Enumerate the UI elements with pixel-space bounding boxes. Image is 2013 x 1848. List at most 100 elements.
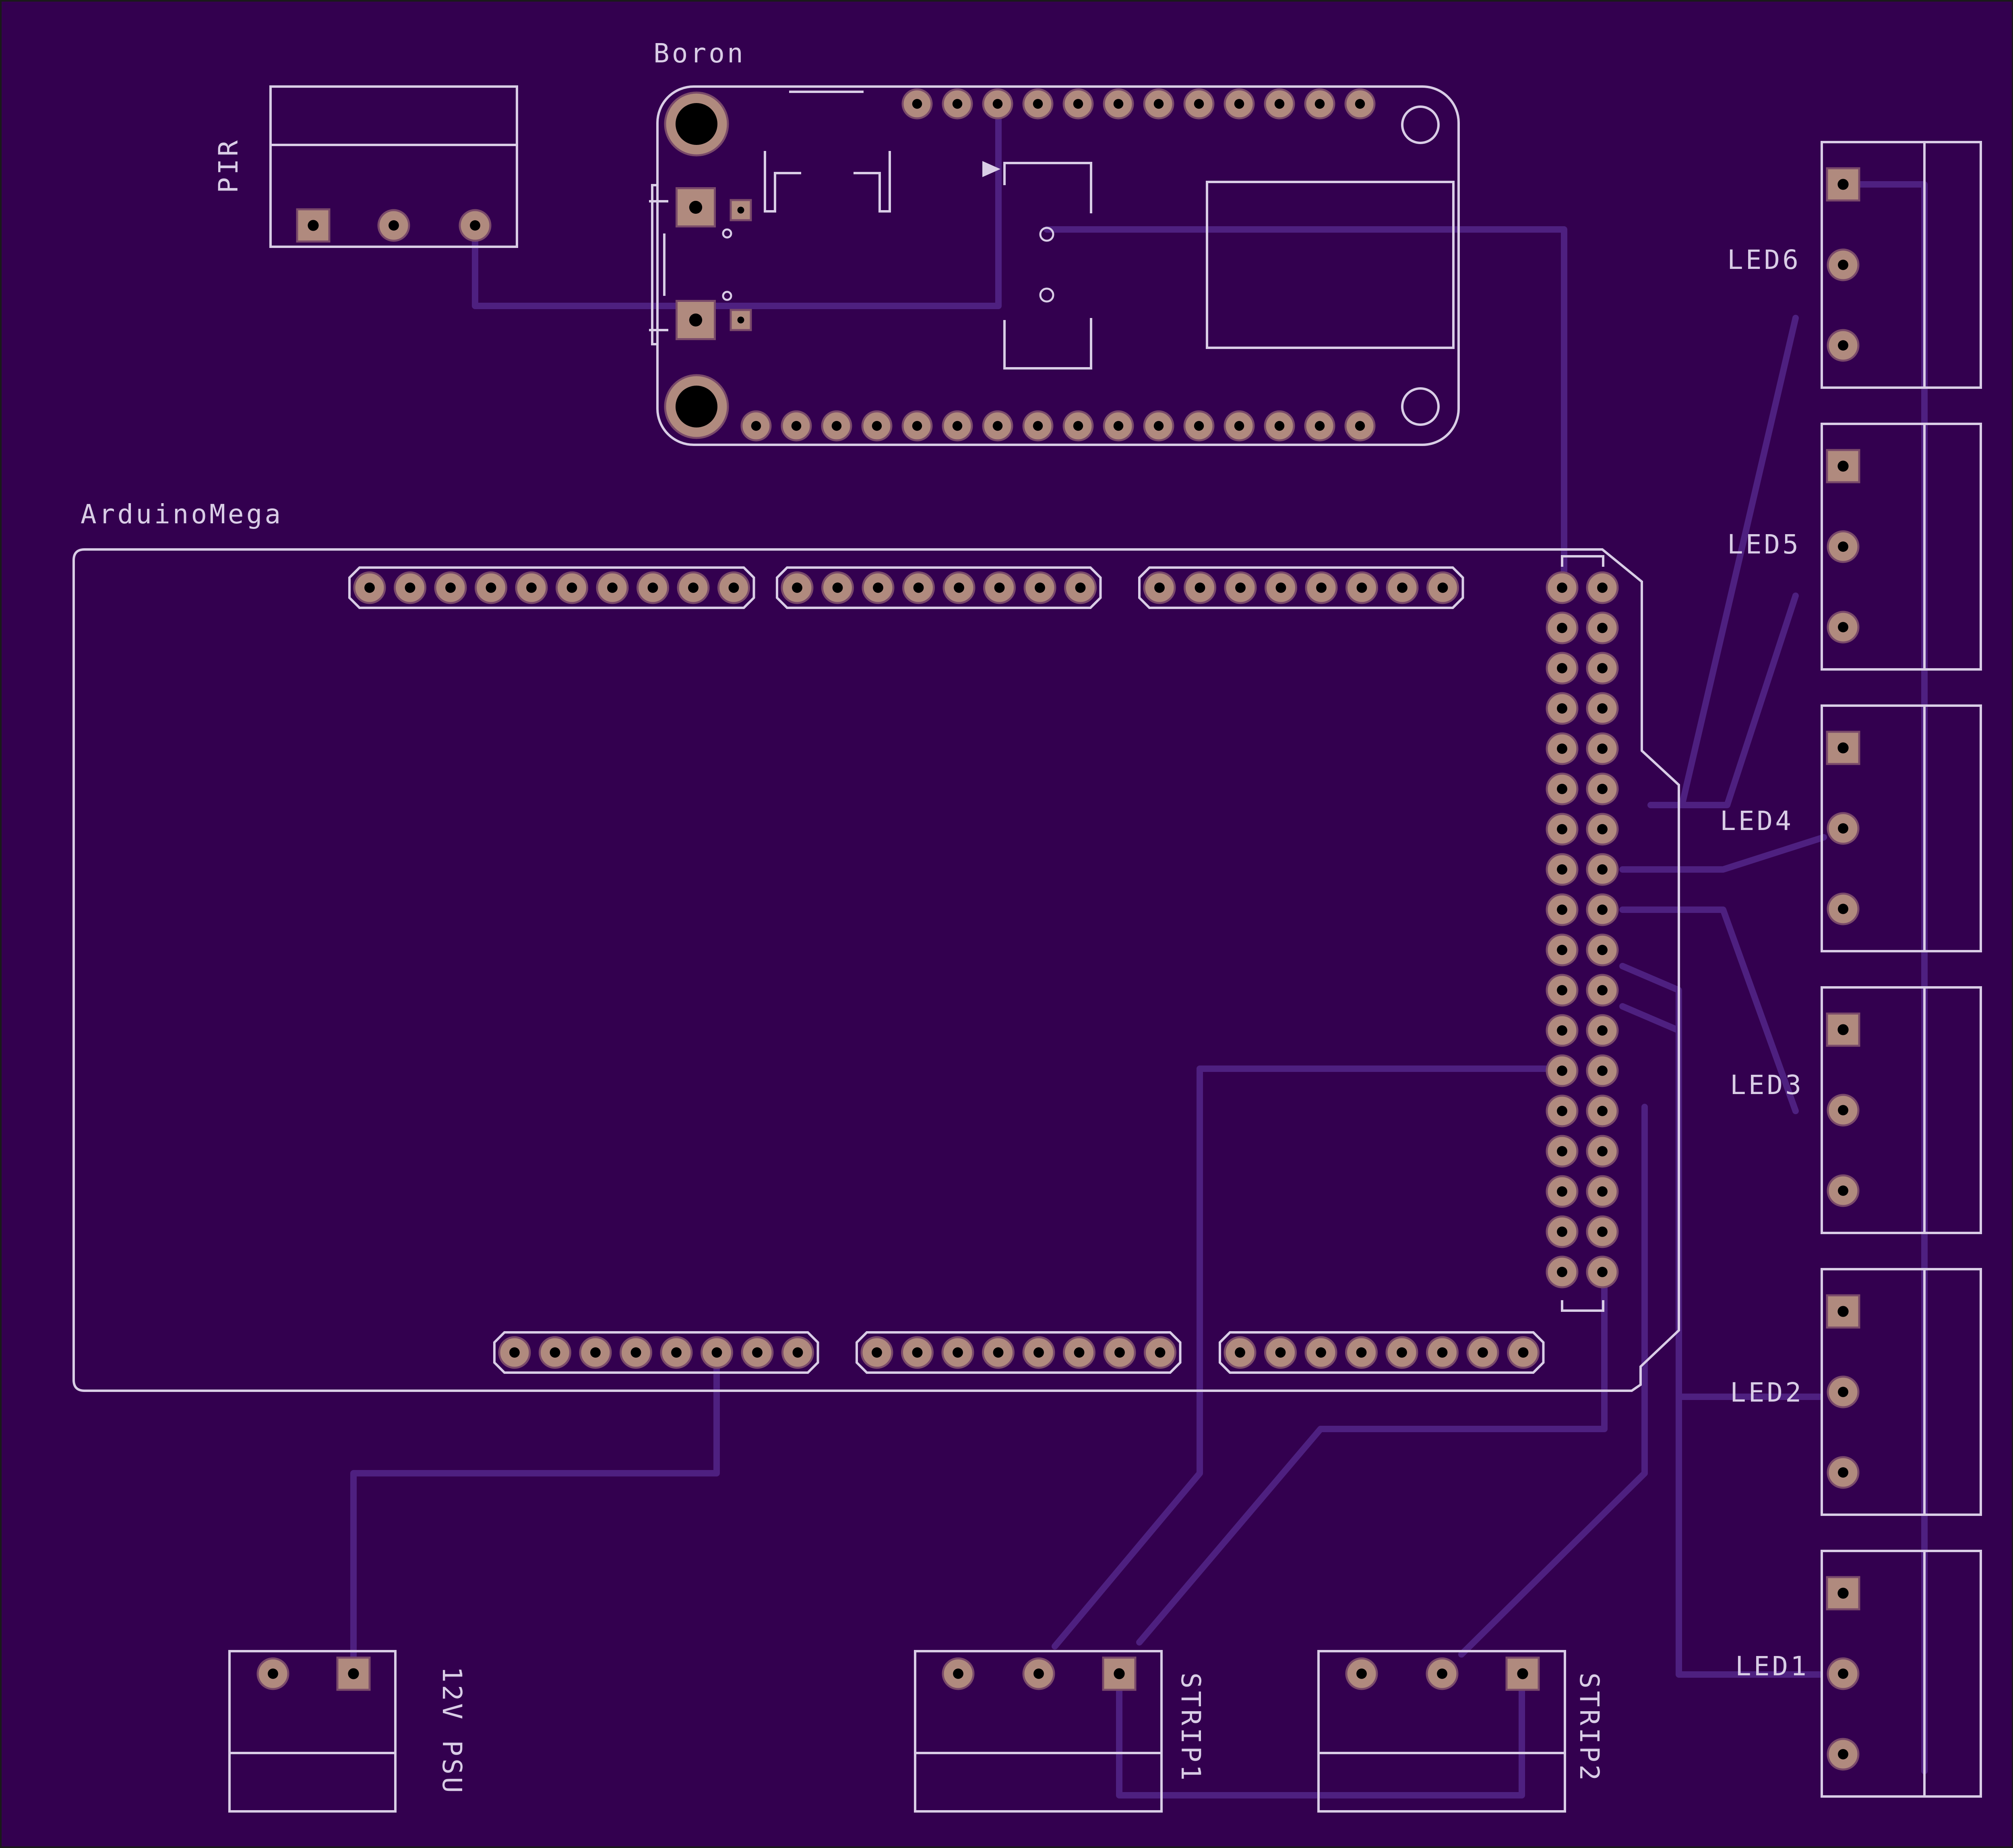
pad-drill [1838,541,1848,552]
header-outline [348,566,755,609]
pad-drill [1437,582,1448,593]
boron-switch-right [854,151,891,213]
pad-drill [1033,99,1043,109]
pad-drill [1033,421,1043,431]
strip2-label: STRIP2 [1574,1672,1605,1783]
pad-drill [1837,1588,1849,1599]
pad-drill [1837,1306,1849,1317]
boron-label: Boron [653,38,746,69]
led5-connector: LED5 [1727,423,1982,671]
pad-drill [1194,421,1204,431]
led1-outline [1821,1550,1982,1798]
pad-drill [1274,421,1285,431]
pad-drill [389,220,399,231]
pad-drill [364,582,375,593]
arduino-mega-shield: ArduinoMega [72,499,1680,1392]
pad-drill [1397,582,1407,593]
pad-drill [1557,582,1567,593]
strip2-connector: STRIP2 [1317,1650,1605,1813]
led6-outline [1821,141,1982,389]
pad-drill [689,200,703,214]
pad-drill [1437,1668,1447,1679]
pad-drill [954,582,964,593]
pad-drill [1597,663,1608,673]
pad-drill [526,582,537,593]
pad-drill [1597,945,1608,955]
pad-drill [1557,824,1567,834]
pir-label: PIR [213,138,244,193]
pad-drill [1275,1347,1286,1358]
led2-label: LED2 [1730,1377,1804,1408]
pad-drill [791,421,802,431]
pad-drill [1597,1186,1608,1197]
pad-drill [737,206,744,214]
pad-drill [566,582,577,593]
pad-drill [1557,1065,1567,1076]
pad-drill [1033,1347,1044,1358]
led3-connector: LED3 [1730,986,1982,1234]
boron-mount-hole-tr [1401,105,1440,144]
pad-drill [1557,623,1567,633]
trace-pir-boron [472,105,1002,309]
pad-drill [1597,743,1608,754]
pad-drill [1153,99,1164,109]
pad-drill [676,103,717,145]
pad-drill [1114,1347,1125,1358]
pad-drill [1154,582,1165,593]
pad-drill [912,421,922,431]
header-outline [1138,566,1464,609]
pad-drill [1838,904,1848,914]
led5-outline [1821,423,1982,671]
pad-drill [1597,824,1608,834]
header-outline [776,566,1102,609]
pad-drill [1557,1267,1567,1277]
trace-led3 [1619,906,1799,1114]
boron-chip-bracket [1003,162,1092,370]
boron-small-via-1 [722,228,732,239]
pad-drill [1235,1347,1245,1358]
pad-drill [792,582,802,593]
pad-drill [1597,623,1608,633]
pad-drill [1075,582,1086,593]
pad-drill [470,220,480,231]
mega-header-bracket-top [1561,555,1604,567]
boron-via-2 [1039,287,1054,303]
pad-drill [688,582,699,593]
pad-drill [1597,1106,1608,1116]
pad-drill [1838,1749,1848,1759]
trace-led5 [1647,593,1799,808]
pad-drill [993,1347,1004,1358]
pad-drill [1557,864,1567,875]
led5-label: LED5 [1727,529,1801,560]
pad-drill [405,582,415,593]
trace-strip1-a [1052,1065,1573,1650]
led6-label: LED6 [1727,244,1801,275]
pad-drill [1597,864,1608,875]
trace-strip2-a [1458,1104,1648,1658]
pad-drill [445,582,456,593]
trace-led4 [1619,834,1827,873]
pad-drill [1397,1347,1407,1358]
pad-drill [1113,421,1124,431]
pad-drill [1557,1106,1567,1116]
psu-label: 12V PSU [436,1666,467,1795]
boron-pin1-marker [982,161,1000,177]
pad-drill [1557,1186,1567,1197]
pad-drill [912,1347,923,1358]
led6-connector: LED6 [1727,141,1982,389]
trace-strip1-b [1136,1269,1608,1646]
pad-drill [1073,421,1083,431]
pad-drill [1195,582,1205,593]
led4-outline [1821,704,1982,952]
mega-label: ArduinoMega [81,499,283,530]
pad-drill [689,313,703,327]
pad-drill [1557,1146,1567,1156]
pad-drill [1838,622,1848,632]
pad-drill [792,1347,803,1358]
header-outline [1219,1331,1545,1374]
pad-drill [737,316,744,324]
led2-connector: LED2 [1730,1268,1982,1516]
header-outline [493,1331,819,1374]
pad-drill [1838,1467,1848,1478]
